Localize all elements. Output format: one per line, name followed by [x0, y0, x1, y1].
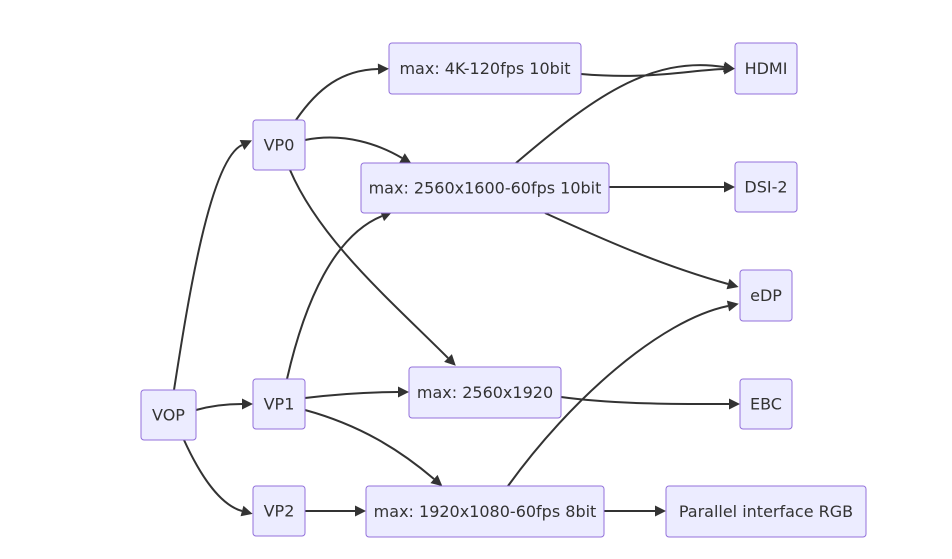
node-hdmi: HDMI — [734, 42, 798, 95]
node-label-max2560x1600: max: 2560x1600-60fps 10bit — [369, 179, 602, 198]
node-box-max2560x1920 — [408, 366, 562, 419]
arrowhead-vp2-to-max1920 — [355, 505, 366, 517]
arrowhead-vp0-to-max2560x1600 — [399, 153, 412, 164]
arrowhead-vop-to-vp2 — [240, 505, 253, 517]
edge-max2560x1920-to-ebc — [560, 396, 730, 406]
node-label-rgb: Parallel interface RGB — [679, 502, 853, 521]
arrowhead-max2560x1600-to-dsi2 — [724, 181, 735, 193]
arrowhead-max2560x1600-to-edp — [726, 278, 739, 290]
arrowhead-vp0-to-max4k — [377, 63, 389, 75]
edge-vp0-to-max4k — [295, 68, 379, 121]
arrowhead-vop-to-vp1 — [242, 398, 253, 410]
node-box-vop — [140, 389, 197, 441]
node-box-max2560x1600 — [360, 162, 610, 214]
node-label-vop: VOP — [152, 406, 185, 425]
node-vp1: VP1 — [252, 378, 306, 430]
node-max4k: max: 4K-120fps 10bit — [388, 42, 582, 95]
node-label-vp0: VP0 — [264, 136, 295, 155]
arrowhead-max1920-to-edp — [726, 300, 739, 312]
arrowhead-vop-to-vp0 — [239, 140, 252, 150]
arrowhead-max1920-to-rgb — [655, 505, 666, 517]
edge-max1920-to-edp — [507, 305, 729, 487]
node-label-ebc: EBC — [750, 395, 782, 414]
node-box-dsi2 — [734, 161, 798, 213]
node-label-max4k: max: 4K-120fps 10bit — [399, 59, 570, 78]
edge-vop-to-vp1 — [195, 403, 243, 411]
edge-vp1-to-max2560x1920 — [304, 391, 399, 399]
node-label-hdmi: HDMI — [745, 59, 788, 78]
node-box-hdmi — [734, 42, 798, 95]
edge-vop-to-vp2 — [183, 439, 243, 512]
node-max2560x1600: max: 2560x1600-60fps 10bit — [360, 162, 610, 214]
edge-max2560x1600-to-edp — [544, 212, 729, 285]
node-dsi2: DSI-2 — [734, 161, 798, 213]
node-label-vp1: VP1 — [264, 395, 295, 414]
arrowhead-max2560x1600-to-hdmi — [723, 61, 735, 73]
arrowhead-max2560x1920-to-ebc — [729, 398, 740, 410]
node-rgb: Parallel interface RGB — [665, 485, 867, 538]
edge-vp1-to-max2560x1600 — [286, 215, 383, 380]
node-max1920: max: 1920x1080-60fps 8bit — [365, 485, 605, 538]
node-box-edp — [739, 269, 793, 322]
edge-max4k-to-hdmi — [580, 68, 725, 77]
node-max2560x1920: max: 2560x1920 — [408, 366, 562, 419]
edge-max2560x1600-to-hdmi — [515, 64, 725, 164]
node-box-rgb — [665, 485, 867, 538]
node-ebc: EBC — [739, 378, 793, 430]
node-edp: eDP — [739, 269, 793, 322]
node-vp2: VP2 — [252, 485, 306, 537]
arrowhead-vp1-to-max2560x1920 — [398, 386, 409, 398]
node-label-max2560x1920: max: 2560x1920 — [417, 383, 553, 402]
node-vp0: VP0 — [252, 119, 306, 171]
node-box-vp0 — [252, 119, 306, 171]
node-label-max1920: max: 1920x1080-60fps 8bit — [374, 502, 597, 521]
edge-layer — [173, 61, 740, 517]
edge-vp0-to-max2560x1920 — [289, 169, 449, 359]
edge-vp0-to-max2560x1600 — [304, 136, 403, 159]
node-box-max4k — [388, 42, 582, 95]
edge-vop-to-vp0 — [173, 144, 243, 391]
node-box-vp1 — [252, 378, 306, 430]
node-vop: VOP — [140, 389, 197, 441]
node-box-vp2 — [252, 485, 306, 537]
node-box-max1920 — [365, 485, 605, 538]
arrowhead-vp0-to-max2560x1920 — [444, 354, 456, 366]
node-label-edp: eDP — [750, 286, 782, 305]
node-label-dsi2: DSI-2 — [744, 178, 787, 197]
node-label-vp2: VP2 — [264, 502, 295, 521]
edge-vp1-to-max1920 — [304, 409, 435, 480]
node-box-ebc — [739, 378, 793, 430]
arrowhead-vp1-to-max1920 — [430, 474, 443, 487]
